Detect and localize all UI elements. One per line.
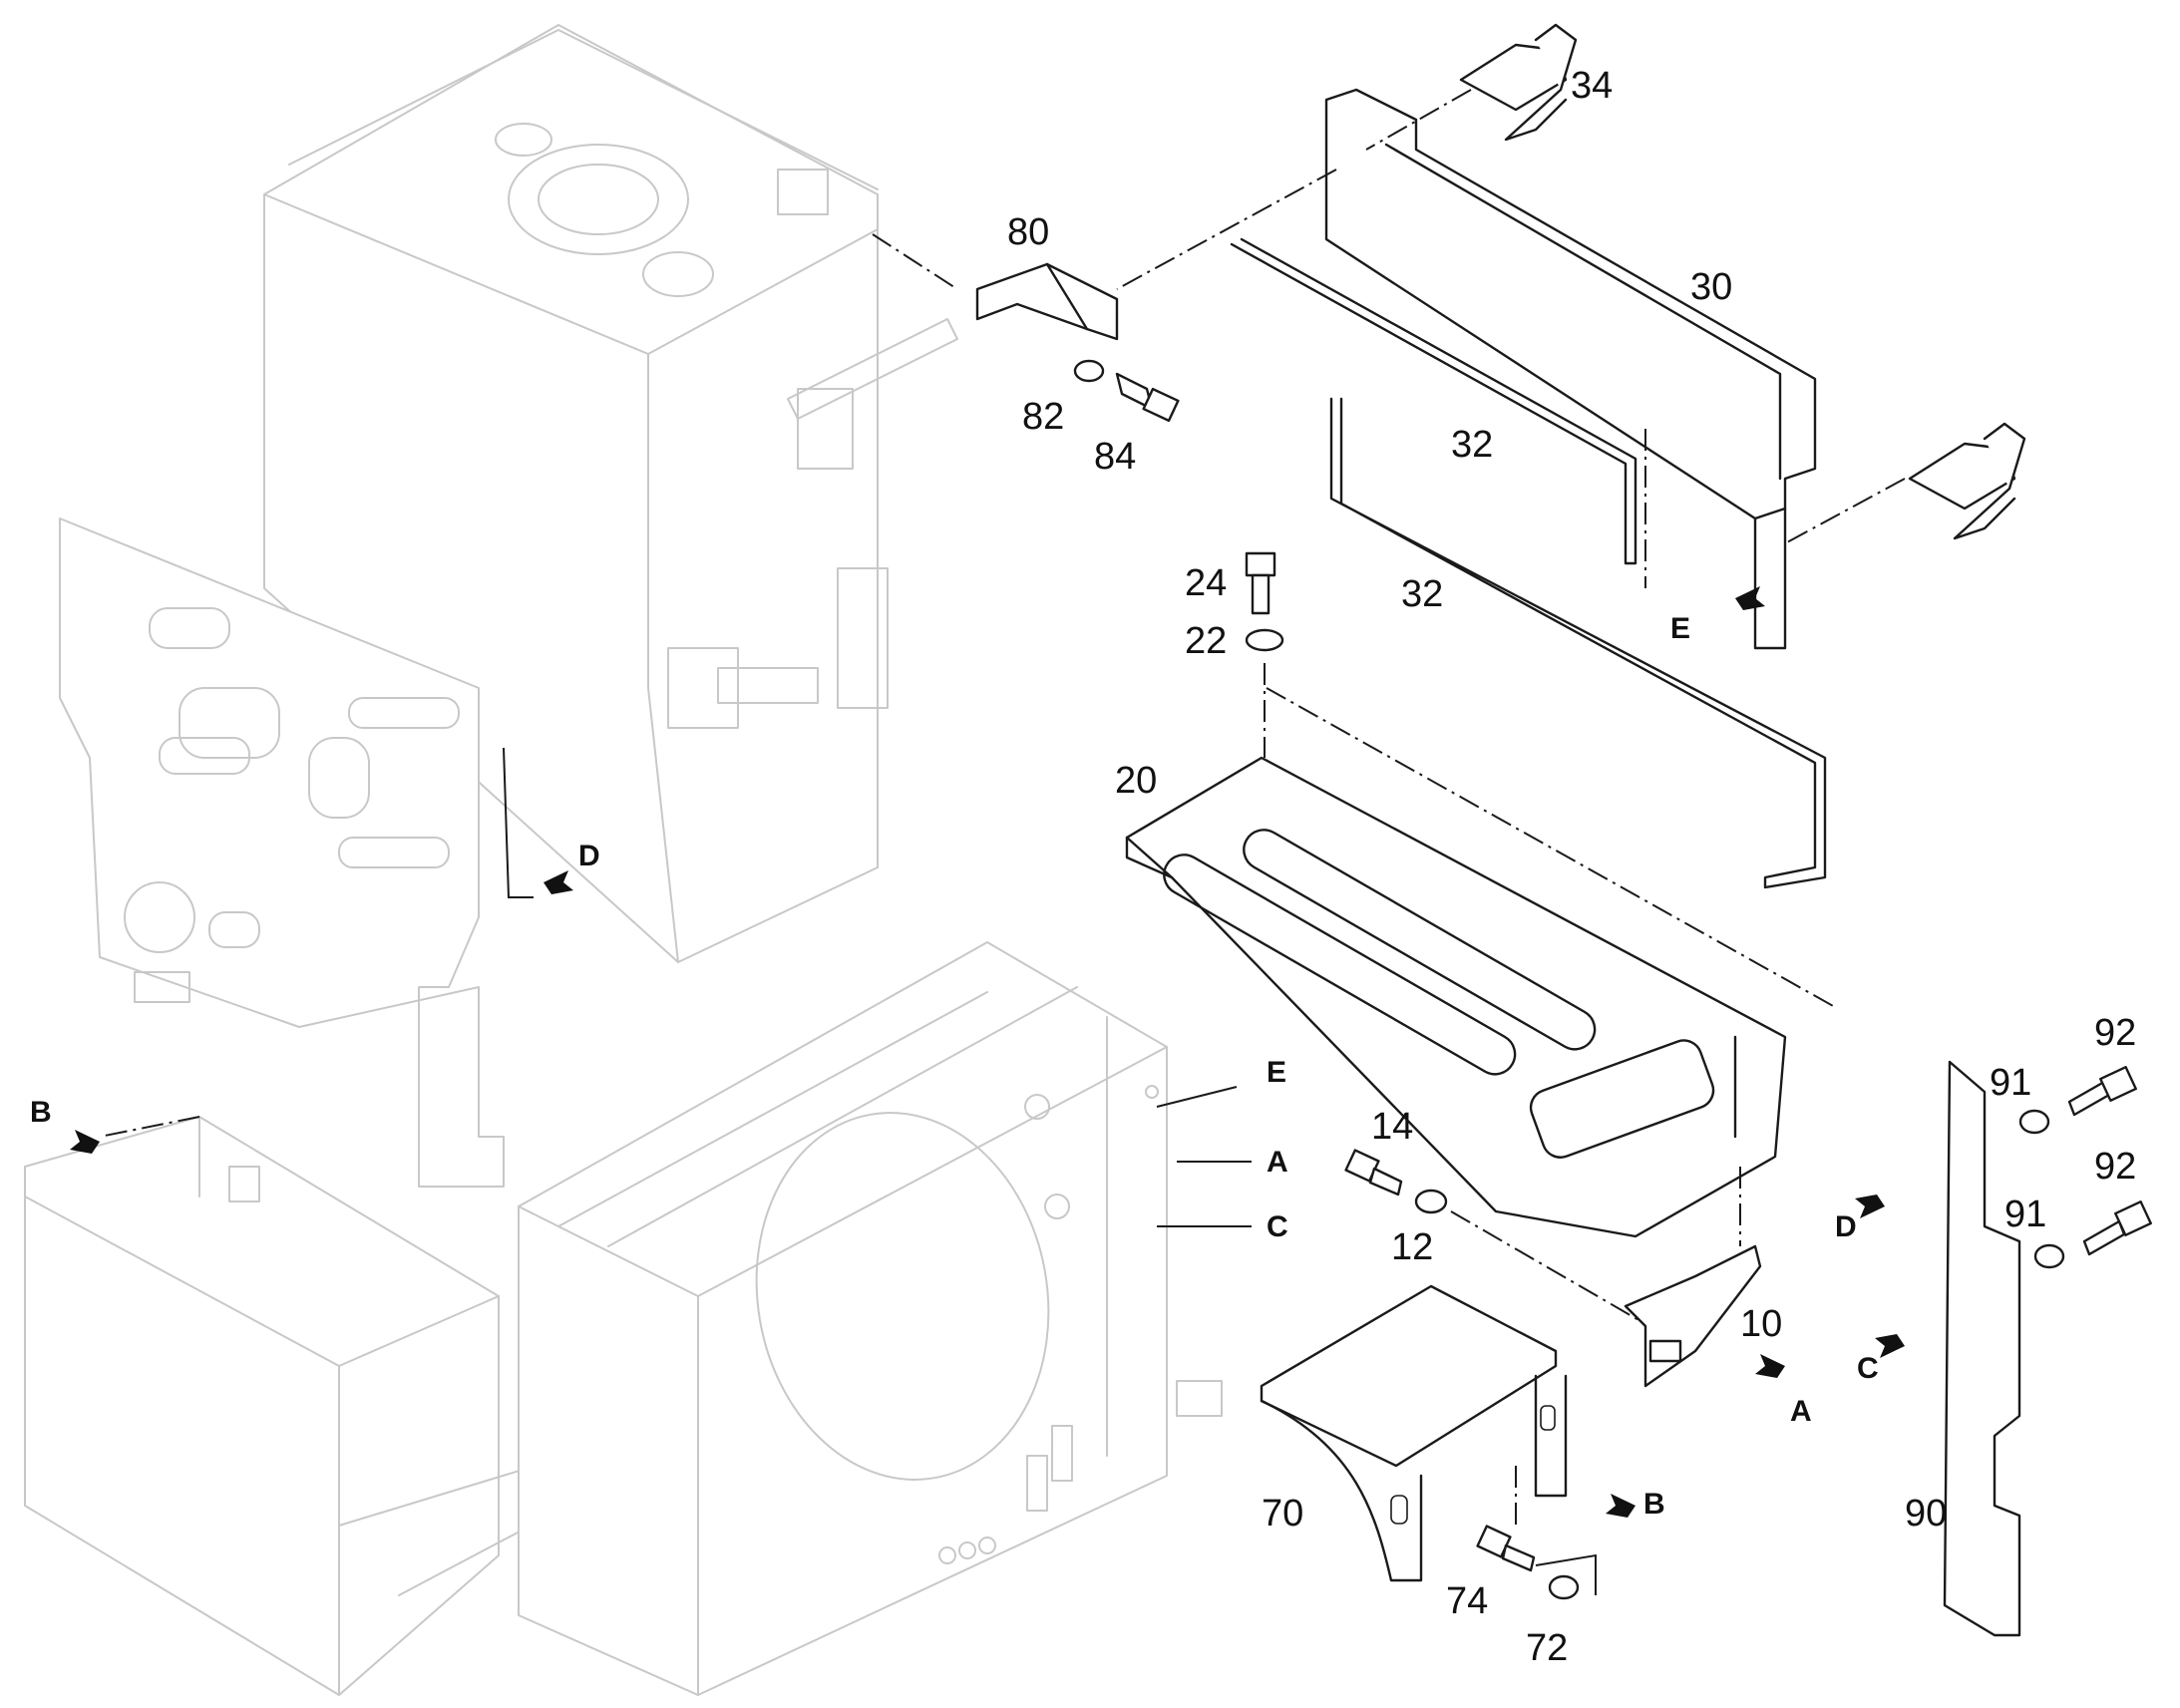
- callout-80: 80: [1007, 211, 1049, 253]
- arrow-icon: [1755, 1354, 1785, 1378]
- callout-70: 70: [1262, 1493, 1303, 1535]
- part-32-rod-upper: [1230, 237, 1637, 565]
- arrow-icon: [1735, 586, 1765, 610]
- ref-A-frame: A: [1267, 1146, 1288, 1179]
- direction-arrows: [70, 586, 1905, 1518]
- callout-74: 74: [1446, 1580, 1488, 1622]
- part-90-strip: [1943, 1060, 2021, 1637]
- callout-14: 14: [1371, 1106, 1413, 1148]
- arrow-icon: [1606, 1494, 1635, 1518]
- part-72-washer: [1548, 1574, 1580, 1600]
- callout-30: 30: [1690, 266, 1732, 308]
- callout-92-upper: 92: [2094, 1012, 2136, 1054]
- part-84-bolt: [1115, 372, 1180, 423]
- ref-E-top: E: [1670, 612, 1690, 645]
- part-32-rod-lower: [1329, 397, 1827, 889]
- context-battery-box: [24, 1116, 569, 1696]
- callout-72: 72: [1526, 1627, 1568, 1669]
- arrow-icon: [544, 870, 573, 894]
- part-24-bolt: [1245, 551, 1276, 615]
- part-92-bolt-lower: [2082, 1200, 2152, 1256]
- context-side-panel: [59, 517, 505, 1188]
- callout-10: 10: [1740, 1303, 1782, 1345]
- callout-24: 24: [1185, 562, 1227, 604]
- part-10-bracket: [1624, 1244, 1762, 1388]
- ref-E-frame: E: [1267, 1056, 1286, 1089]
- callout-90: 90: [1905, 1493, 1947, 1535]
- part-22-washer: [1245, 628, 1284, 652]
- ref-B-left: B: [30, 1096, 52, 1129]
- context-tank-housing: [263, 24, 958, 963]
- callout-82: 82: [1022, 396, 1064, 438]
- part-80-bracket: [975, 262, 1119, 341]
- callout-labels: 34 30 80 82 84 32 32 24 22 20 14 12 10 7…: [1007, 65, 2136, 1669]
- ref-A-bracket: A: [1790, 1395, 1812, 1428]
- callout-91-lower: 91: [2004, 1194, 2046, 1235]
- arrow-icon: [70, 1130, 100, 1154]
- arrow-icon: [1855, 1195, 1885, 1218]
- part-12-washer: [1414, 1189, 1448, 1214]
- callout-92-lower: 92: [2094, 1146, 2136, 1188]
- ref-B-bracket: B: [1643, 1488, 1665, 1521]
- ref-C-frame: C: [1267, 1210, 1288, 1243]
- ref-D-left: D: [578, 840, 600, 872]
- callout-12: 12: [1391, 1226, 1433, 1268]
- leader-lines: [99, 89, 1906, 1595]
- ref-C-strip: C: [1857, 1352, 1879, 1385]
- callout-34: 34: [1571, 65, 1613, 107]
- part-82-washer: [1073, 359, 1105, 383]
- part-74-bolt: [1476, 1525, 1536, 1572]
- part-70-support: [1260, 1284, 1568, 1582]
- reference-letters: E D B E A C A B D C: [30, 612, 1879, 1521]
- part-34-latch-top: [1459, 23, 1578, 142]
- context-frame: [518, 941, 1223, 1696]
- part-91-washer-upper: [2018, 1109, 2050, 1135]
- ref-D-strip: D: [1835, 1210, 1857, 1243]
- callout-20: 20: [1115, 760, 1157, 802]
- callout-84: 84: [1094, 436, 1136, 478]
- callout-22: 22: [1185, 620, 1227, 662]
- part-92-bolt-upper: [2067, 1066, 2137, 1117]
- part-30-upper-panel: [1324, 88, 1817, 650]
- callout-32-lower: 32: [1401, 573, 1443, 615]
- part-34-latch-right: [1908, 422, 2026, 540]
- callout-91-upper: 91: [1990, 1062, 2031, 1104]
- callout-32-upper: 32: [1451, 424, 1493, 466]
- part-14-bolt: [1344, 1149, 1403, 1196]
- part-91-washer-lower: [2033, 1243, 2065, 1269]
- arrow-icon: [1875, 1334, 1905, 1358]
- part-20-tray: [1125, 756, 1787, 1238]
